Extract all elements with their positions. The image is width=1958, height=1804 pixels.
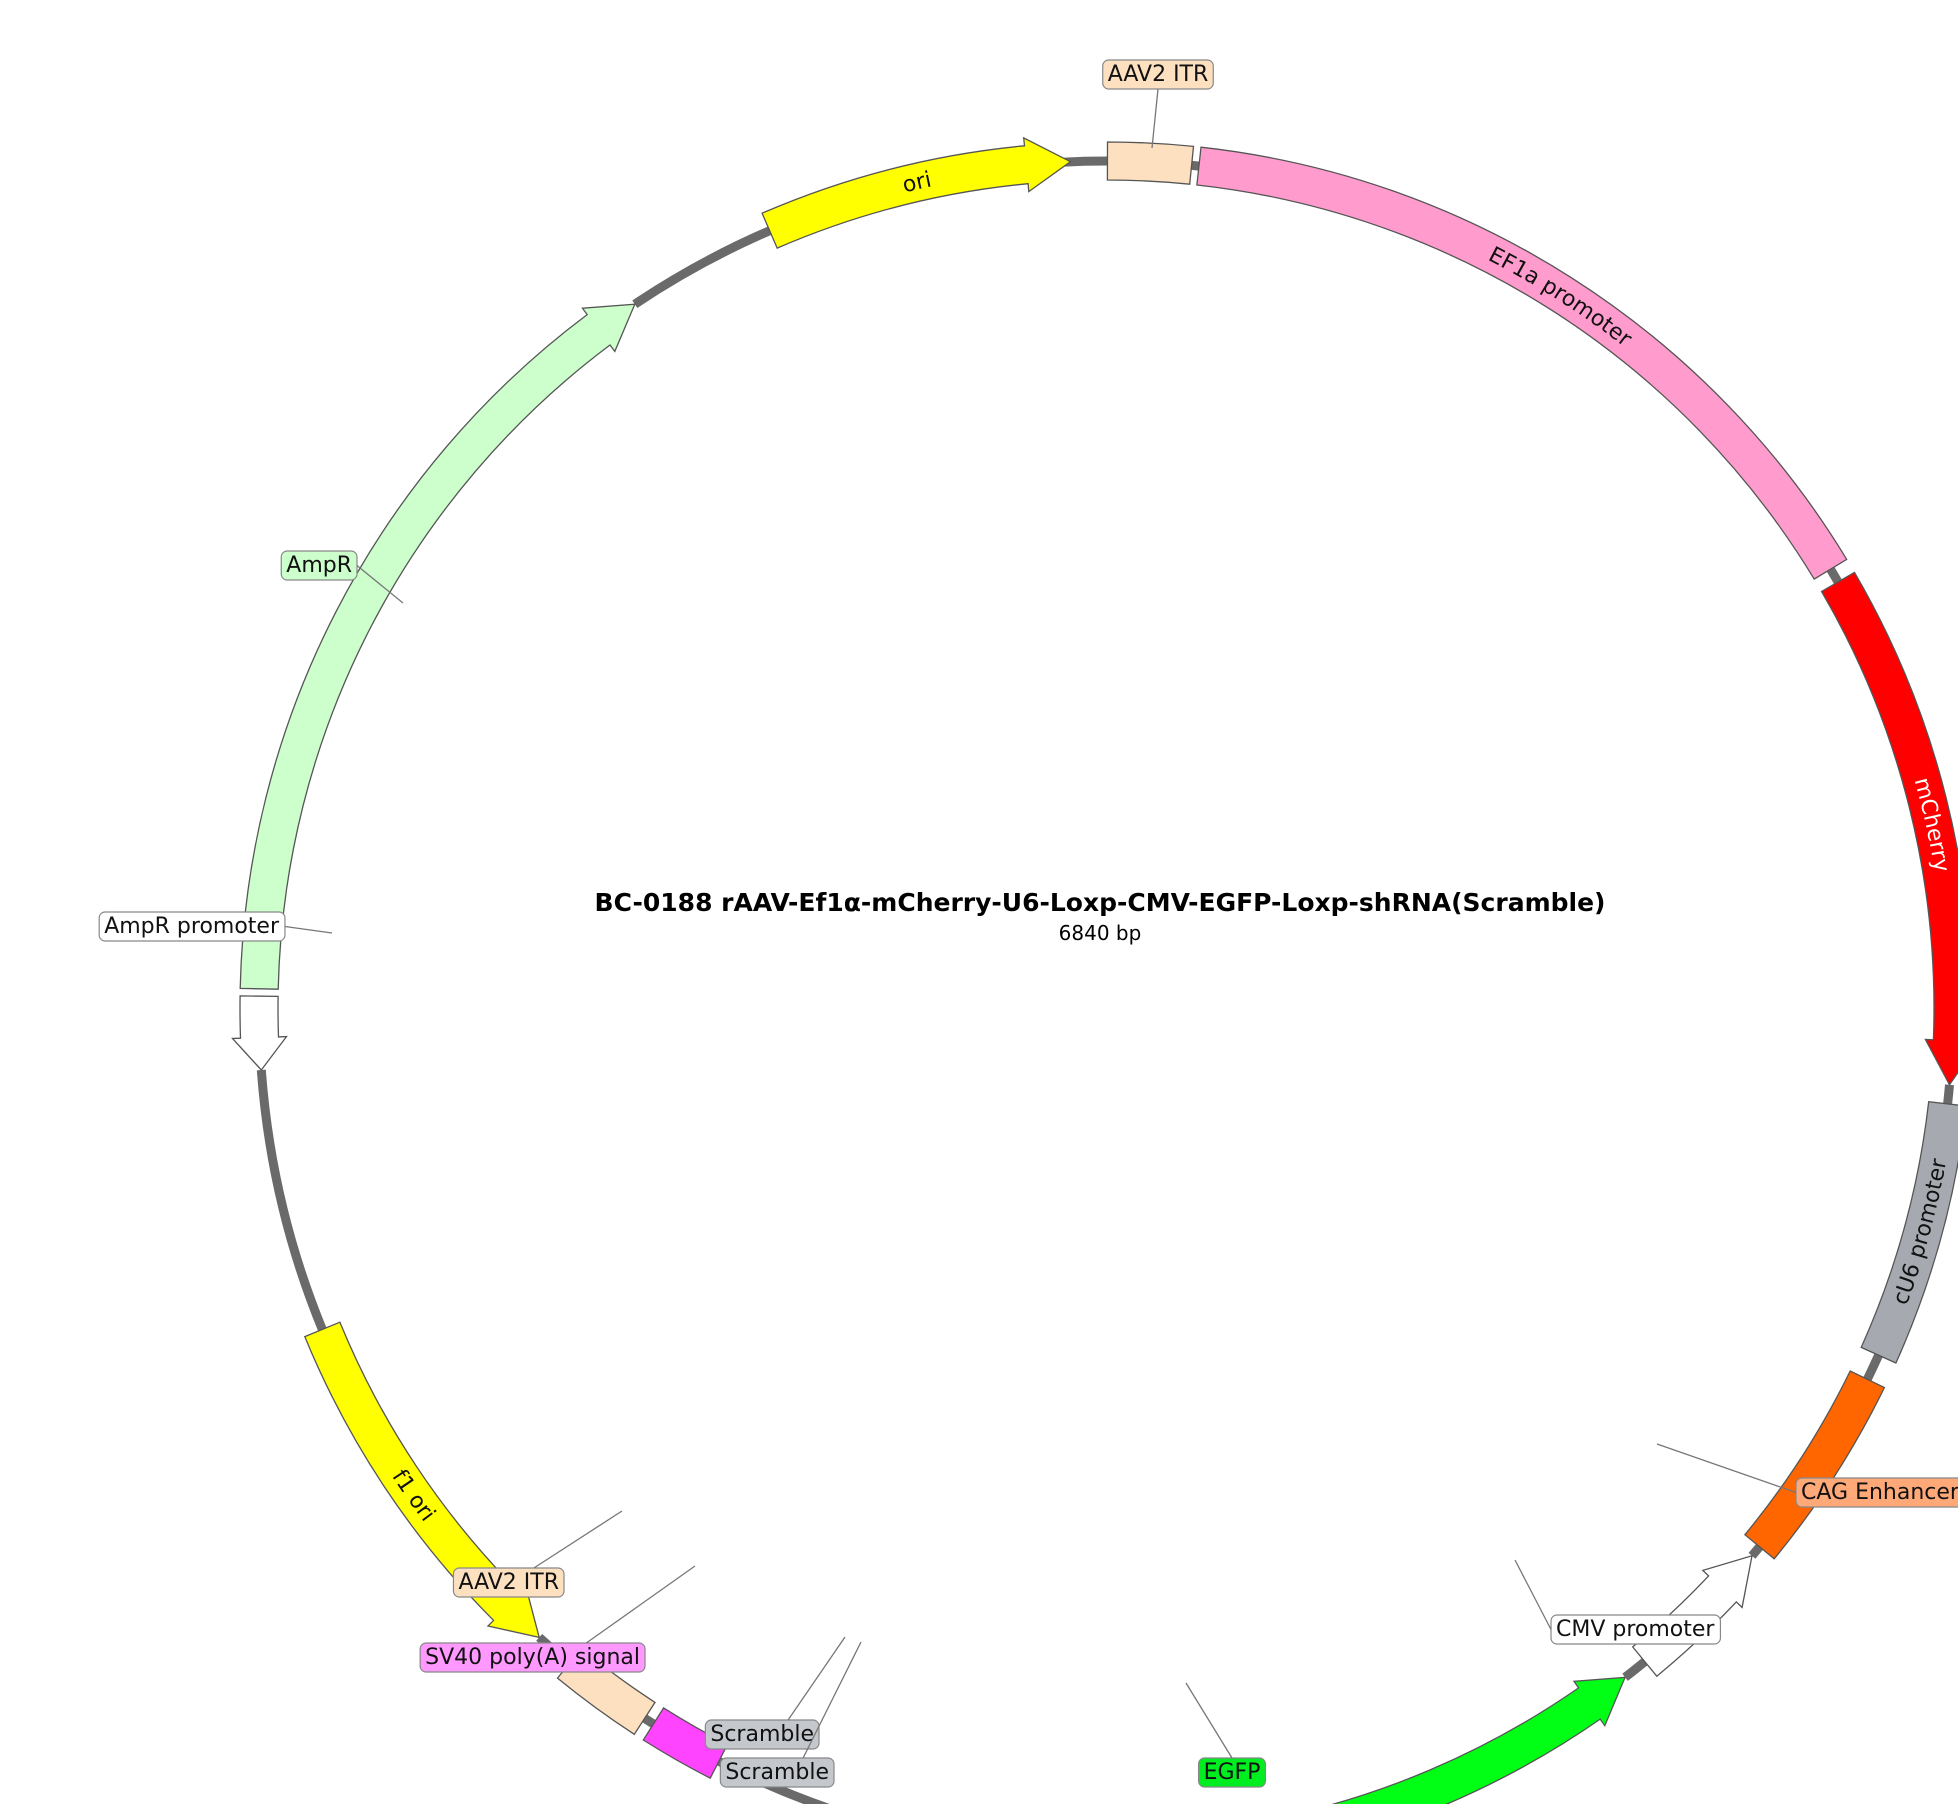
feature-egfp-shape[interactable] <box>1268 1676 1627 1804</box>
backbone-segment <box>256 1069 327 1332</box>
callout-leader <box>585 1565 696 1644</box>
callout-label: Scramble <box>725 1760 829 1785</box>
callout-leader <box>1514 1559 1552 1630</box>
callout-label: CMV promoter <box>1556 1617 1715 1642</box>
backbone-segment <box>1191 160 1200 171</box>
callout-ampr-promoter[interactable]: AmpR promoter <box>98 911 333 942</box>
callout-label: AAV2 ITR <box>458 1570 559 1595</box>
callout-cmv-promoter[interactable]: CMV promoter <box>1514 1559 1722 1645</box>
backbone-segment <box>1863 1353 1883 1382</box>
callout-aav2-itr[interactable]: AAV2 ITR <box>452 1510 623 1598</box>
feature-mcherry[interactable]: mCherry <box>1801 536 1958 1143</box>
backbone-segment <box>632 226 772 308</box>
feature-cu6-promoter-shape[interactable] <box>1860 1100 1958 1364</box>
feature-aav2-itr[interactable] <box>1106 141 1195 185</box>
feature-ori[interactable]: ori <box>719 136 1129 262</box>
feature-ef1a-promoter-shape[interactable] <box>1196 146 1848 580</box>
callout-box <box>719 1757 835 1788</box>
feature-f1-ori[interactable]: f1 ori <box>295 1276 580 1681</box>
callout-leader <box>787 1636 846 1721</box>
callout-egfp[interactable]: EGFP <box>1185 1682 1267 1788</box>
callout-box <box>452 1567 565 1598</box>
feature-ori-shape[interactable] <box>761 136 1072 249</box>
feature-ampr-promoter[interactable] <box>231 995 288 1072</box>
feature-f1-ori-shape[interactable] <box>303 1321 541 1639</box>
callout-label: EGFP <box>1204 1760 1261 1785</box>
callout-leader <box>356 564 404 604</box>
feature-mcherry-shape[interactable] <box>1820 571 1958 1087</box>
backbone-segment <box>1943 1084 1954 1105</box>
plasmid-size: 6840 bp <box>1059 921 1142 945</box>
backbone-segment <box>1826 566 1842 585</box>
callout-sv40-poly-a-signal[interactable]: SV40 poly(A) signal <box>419 1565 696 1673</box>
feature-cag-enhancer[interactable] <box>1743 1370 1886 1560</box>
callout-label: AAV2 ITR <box>1108 62 1209 87</box>
callout-label: SV40 poly(A) signal <box>425 1645 640 1670</box>
feature-egfp[interactable] <box>1268 1676 1627 1804</box>
feature-ef1a-promoter[interactable]: EF1a promoter <box>1140 146 1853 624</box>
callout-cag-enhancer[interactable]: CAG Enhancer <box>1656 1443 1958 1508</box>
callout-box <box>704 1719 820 1750</box>
backbone-segment <box>1748 1543 1764 1559</box>
callout-scramble[interactable]: Scramble <box>719 1641 862 1788</box>
callout-leader <box>1656 1443 1797 1494</box>
callout-box <box>419 1642 646 1673</box>
feature-label: EF1a promoter <box>1484 243 1637 353</box>
callout-scramble[interactable]: Scramble <box>704 1636 846 1750</box>
callout-label: Scramble <box>710 1722 814 1747</box>
feature-ampr[interactable] <box>239 303 636 990</box>
callout-leader <box>284 925 333 934</box>
callout-leader <box>1151 88 1159 149</box>
callout-label: AmpR <box>286 553 352 578</box>
backbone-segment <box>716 1757 831 1804</box>
backbone-segment <box>1622 1658 1648 1681</box>
callout-leader <box>802 1641 862 1759</box>
plasmid-title: BC-0188 rAAV-Ef1α-mCherry-U6-Loxp-CMV-EG… <box>595 888 1606 917</box>
feature-aav2-itr-shape[interactable] <box>1106 141 1195 185</box>
callout-label: AmpR promoter <box>104 914 280 939</box>
feature-ampr-promoter-shape[interactable] <box>231 995 288 1072</box>
callout-box <box>98 911 286 942</box>
backbone-segment <box>642 1714 656 1728</box>
callout-leader <box>533 1510 623 1569</box>
callout-label: CAG Enhancer <box>1801 1480 1958 1505</box>
feature-ampr-shape[interactable] <box>239 303 636 990</box>
callout-leader <box>1185 1682 1233 1759</box>
callout-aav2-itr[interactable]: AAV2 ITR <box>1102 59 1214 149</box>
feature-cag-enhancer-shape[interactable] <box>1743 1370 1886 1560</box>
callout-ampr[interactable]: AmpR <box>280 550 404 604</box>
